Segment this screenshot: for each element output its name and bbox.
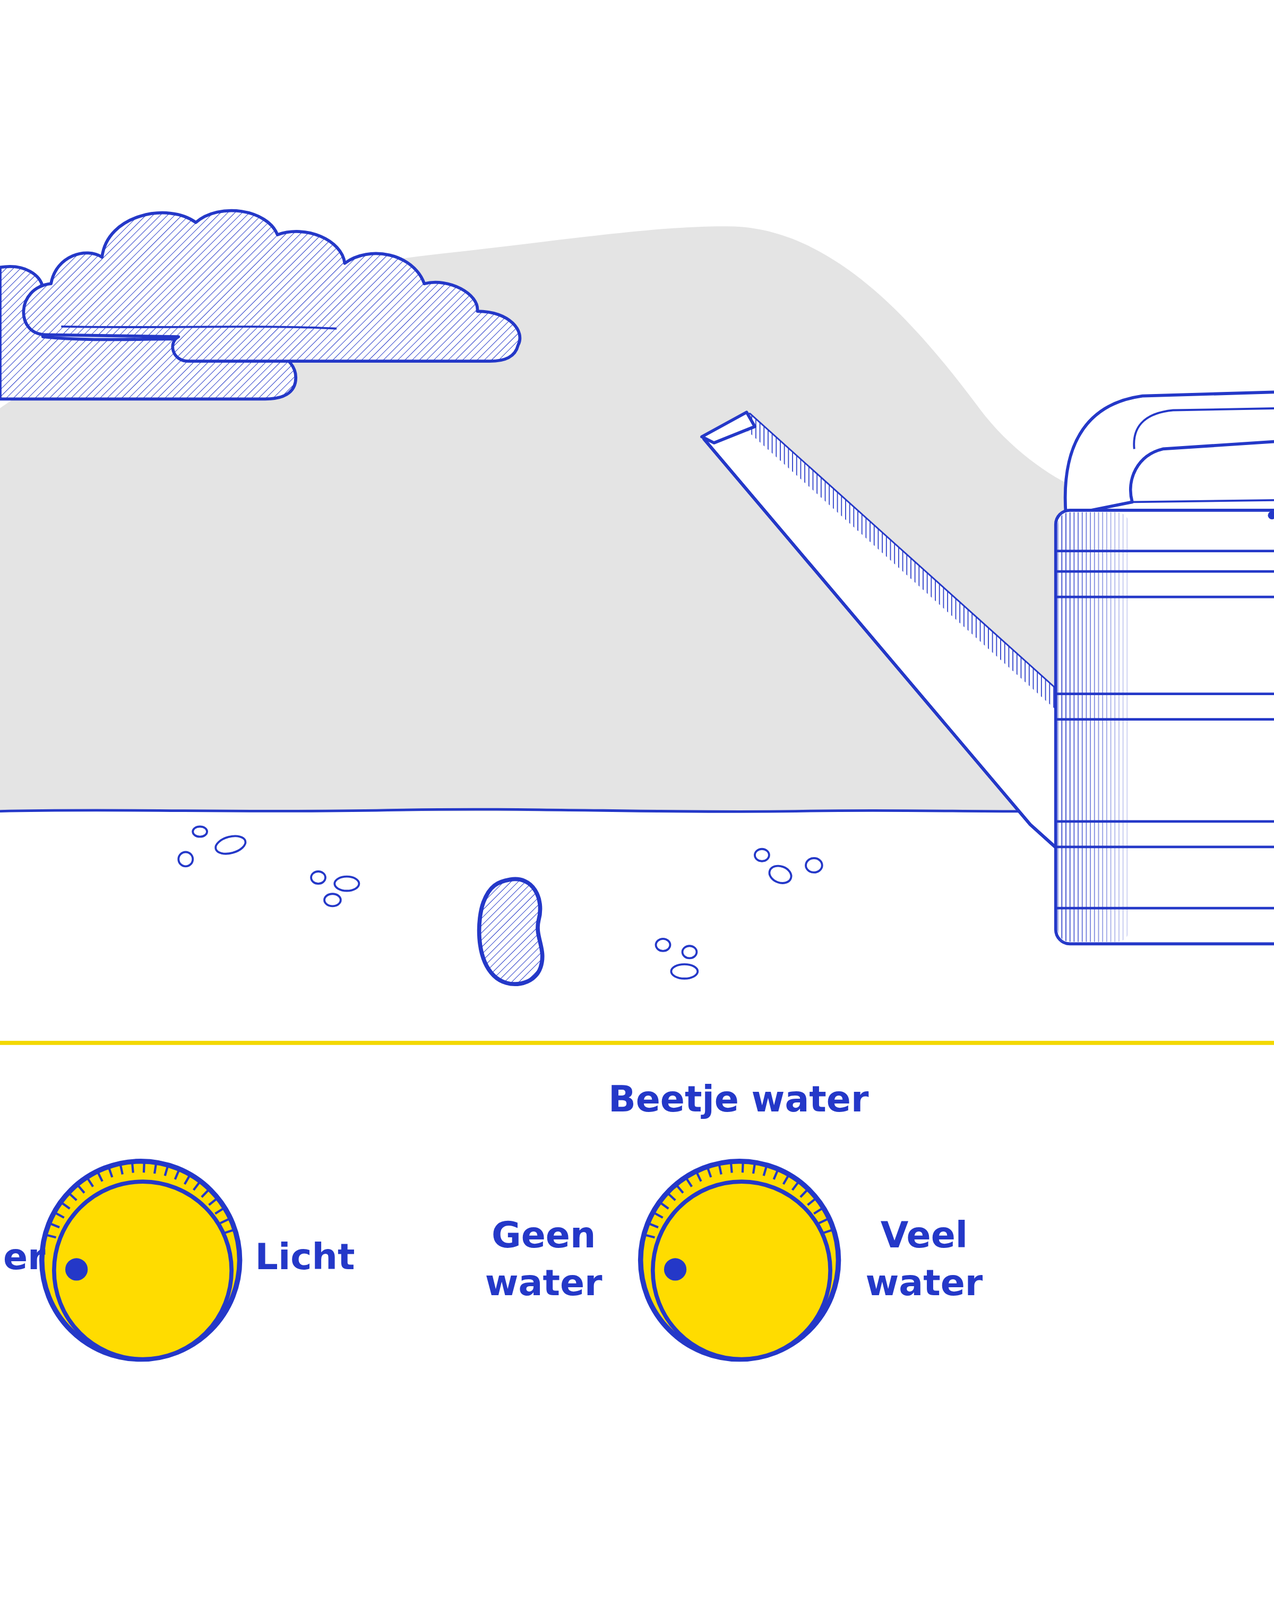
knurl-stroke	[209, 1198, 218, 1205]
knurl-stroke	[132, 1161, 134, 1173]
knurl-stroke	[783, 1174, 789, 1184]
knurl-stroke	[69, 1192, 77, 1200]
knurl-stroke	[667, 1192, 676, 1200]
knurl-stroke	[108, 1167, 113, 1177]
knurl-stroke	[78, 1184, 85, 1193]
knurl-stroke	[193, 1181, 201, 1190]
knurl-stroke	[822, 1229, 833, 1233]
knurl-stroke	[707, 1167, 711, 1177]
dial-label: Licht	[255, 1232, 356, 1281]
knurl-stroke	[730, 1161, 733, 1173]
knurl-stroke	[220, 1218, 230, 1223]
dial-knob	[640, 1160, 839, 1359]
knurl-stroke	[97, 1171, 102, 1181]
knurl-stroke	[763, 1165, 767, 1176]
knurl-stroke	[120, 1164, 123, 1175]
knurl-stroke	[800, 1189, 808, 1197]
knurl-stroke	[686, 1177, 693, 1186]
knurl-stroke	[49, 1223, 60, 1227]
knurl-stroke	[87, 1177, 94, 1186]
watering-can	[701, 391, 1274, 944]
knurl-stroke	[676, 1184, 684, 1193]
knurl-stroke	[792, 1181, 799, 1190]
knurl-stroke	[46, 1234, 56, 1237]
knurl-stroke	[61, 1202, 71, 1209]
cloud	[0, 210, 520, 400]
knurl-stroke	[55, 1212, 65, 1218]
bean-seed	[479, 878, 543, 984]
knurl-stroke	[719, 1164, 722, 1175]
knurl-stroke	[773, 1169, 778, 1179]
divider-line	[0, 1040, 1274, 1045]
knurl-stroke	[696, 1171, 701, 1181]
knurl-stroke	[653, 1212, 664, 1218]
knurl-stroke	[224, 1229, 234, 1233]
knurl-stroke	[813, 1207, 823, 1213]
knurl-stroke	[184, 1174, 191, 1184]
dial-label: Veel water	[865, 1210, 983, 1307]
knurl-stroke	[175, 1169, 179, 1179]
knurl-stroke	[644, 1234, 655, 1237]
dial-label: Beetje water	[608, 1074, 869, 1123]
knurl-stroke	[201, 1189, 209, 1197]
dial-label: Geen water	[485, 1210, 603, 1307]
knurl-stroke	[741, 1161, 745, 1173]
soil-line	[0, 808, 1061, 812]
knurl-stroke	[753, 1163, 755, 1174]
dial-knob	[41, 1160, 240, 1359]
knurl-stroke	[660, 1202, 669, 1209]
knurl-stroke	[648, 1223, 659, 1227]
knurl-stroke	[154, 1163, 157, 1174]
knurl-stroke	[142, 1161, 146, 1173]
knurl-stroke	[165, 1165, 168, 1176]
knurl-stroke	[214, 1207, 224, 1213]
dial-label: er	[3, 1232, 46, 1281]
knurl-stroke	[807, 1198, 816, 1205]
knurl-stroke	[819, 1218, 829, 1223]
